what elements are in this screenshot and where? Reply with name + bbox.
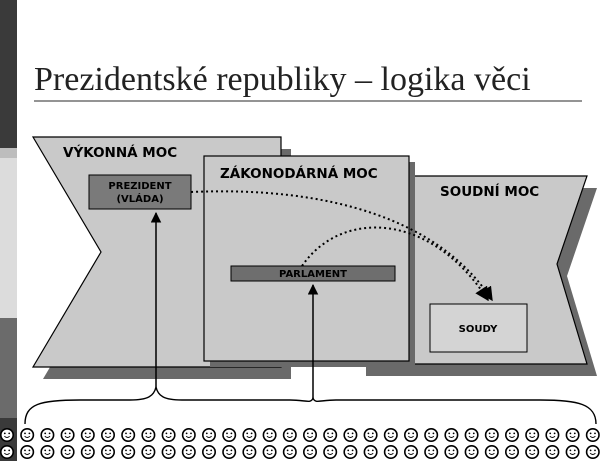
president-to-courts-arrow: [190, 190, 493, 302]
executive-label: VÝKONNÁ MOC: [63, 143, 177, 161]
parliament-to-courts-arrow: [301, 226, 489, 302]
government-label: (VLÁDA): [116, 192, 163, 205]
smiley-face-icon: [262, 444, 277, 459]
smiley-face-icon: [525, 444, 540, 459]
smiley-face-icon: [585, 427, 600, 442]
smiley-face-icon: [282, 427, 297, 442]
legislative-label: ZÁKONODÁRNÁ MOC: [220, 165, 378, 182]
smiley-face-icon: [585, 444, 600, 459]
smiley-face-icon: [161, 427, 176, 442]
president-label: PREZIDENT: [108, 181, 171, 192]
smiley-face-icon: [20, 427, 35, 442]
smiley-face-icon: [504, 427, 519, 442]
smiley-face-icon: [80, 444, 95, 459]
smiley-face-icon: [484, 427, 499, 442]
smiley-face-icon: [242, 444, 257, 459]
smiley-face-icon: [484, 444, 499, 459]
smiley-face-icon: [222, 444, 237, 459]
smiley-face-icon: [403, 427, 418, 442]
smiley-face-icon: [141, 444, 156, 459]
parliament-label: PARLAMENT: [279, 269, 347, 280]
smiley-face-icon: [101, 427, 116, 442]
smiley-face-icon: [60, 427, 75, 442]
smiley-face-icon: [302, 427, 317, 442]
smiley-face-icon: [525, 427, 540, 442]
smiley-face-icon: [323, 444, 338, 459]
smiley-face-icon: [504, 444, 519, 459]
smiley-face-icon: [121, 444, 136, 459]
sidebar-strip: [0, 0, 17, 461]
citizens-group: [0, 427, 600, 459]
courts-label: SOUDY: [459, 324, 498, 335]
page-title: Prezidentské republiky – logika věci: [34, 61, 531, 98]
smiley-face-icon: [20, 444, 35, 459]
smiley-face-icon: [444, 444, 459, 459]
smiley-face-icon: [565, 444, 580, 459]
parliament-box: PARLAMENT: [230, 265, 396, 282]
courts-box: SOUDY: [429, 303, 528, 353]
smiley-face-icon: [424, 427, 439, 442]
smiley-face-icon: [181, 444, 196, 459]
smiley-face-icon: [302, 444, 317, 459]
smiley-face-icon: [464, 427, 479, 442]
smiley-face-icon: [383, 427, 398, 442]
smiley-face-icon: [40, 444, 55, 459]
smiley-face-icon: [60, 444, 75, 459]
legislative-panel: [203, 155, 415, 367]
smiley-face-icon: [141, 427, 156, 442]
judicial-label: SOUDNÍ MOC: [440, 183, 539, 200]
smiley-face-icon: [121, 427, 136, 442]
smiley-face-icon: [222, 427, 237, 442]
smiley-face-icon: [424, 444, 439, 459]
smiley-face-icon: [363, 444, 378, 459]
smiley-face-icon: [101, 444, 116, 459]
smiley-face-icon: [161, 444, 176, 459]
smiley-face-icon: [383, 444, 398, 459]
smiley-face-icon: [343, 444, 358, 459]
smiley-face-icon: [80, 427, 95, 442]
smiley-face-icon: [323, 427, 338, 442]
smiley-face-icon: [0, 444, 14, 459]
smiley-face-icon: [464, 444, 479, 459]
citizens-brace: [24, 386, 597, 425]
smiley-face-icon: [545, 427, 560, 442]
smiley-face-icon: [40, 427, 55, 442]
smiley-face-icon: [545, 444, 560, 459]
smiley-face-icon: [444, 427, 459, 442]
smiley-face-icon: [363, 427, 378, 442]
president-box: PREZIDENT (VLÁDA): [88, 174, 192, 210]
smiley-face-icon: [202, 444, 217, 459]
smiley-face-icon: [403, 444, 418, 459]
smiley-face-icon: [282, 444, 297, 459]
smiley-face-icon: [565, 427, 580, 442]
smiley-face-icon: [343, 427, 358, 442]
smiley-face-icon: [0, 427, 14, 442]
smiley-face-icon: [202, 427, 217, 442]
smiley-face-icon: [242, 427, 257, 442]
smiley-face-icon: [262, 427, 277, 442]
smiley-face-icon: [181, 427, 196, 442]
